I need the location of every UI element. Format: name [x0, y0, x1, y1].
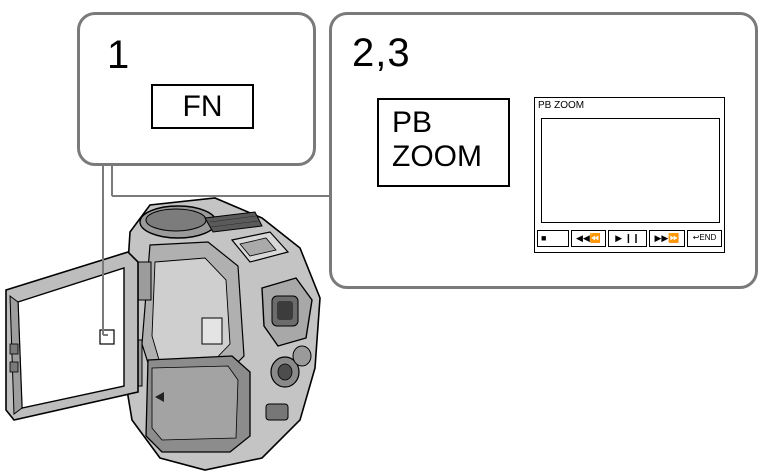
playback-control-bar: ■ ◀◀⏪ ▶ ❙❙ ▶▶⏩ ↩END [535, 230, 723, 247]
screen-view-area [541, 118, 720, 223]
stop-button[interactable]: ■ [537, 230, 569, 247]
pb-zoom-screen: PB ZOOM ■ ◀◀⏪ ▶ ❙❙ ▶▶⏩ ↩END [534, 97, 725, 253]
screen-title: PB ZOOM [538, 100, 585, 111]
fast-forward-button[interactable]: ▶▶⏩ [649, 230, 685, 247]
step-number: 1 [107, 33, 131, 77]
pb-zoom-button[interactable]: PB ZOOM [377, 98, 510, 187]
step-1-panel: 1 FN [77, 12, 316, 166]
step-number: 2,3 [352, 31, 411, 75]
end-button[interactable]: ↩END [687, 230, 722, 247]
fn-button[interactable]: FN [151, 84, 254, 129]
rewind-button[interactable]: ◀◀⏪ [571, 230, 606, 247]
pb-zoom-label-line2: ZOOM [392, 140, 482, 173]
step-2-3-panel: 2,3 PB ZOOM PB ZOOM ■ ◀◀⏪ ▶ ❙❙ ▶▶⏩ ↩END [329, 12, 758, 289]
pb-zoom-label-line1: PB [392, 106, 433, 139]
play-pause-button[interactable]: ▶ ❙❙ [608, 230, 647, 247]
